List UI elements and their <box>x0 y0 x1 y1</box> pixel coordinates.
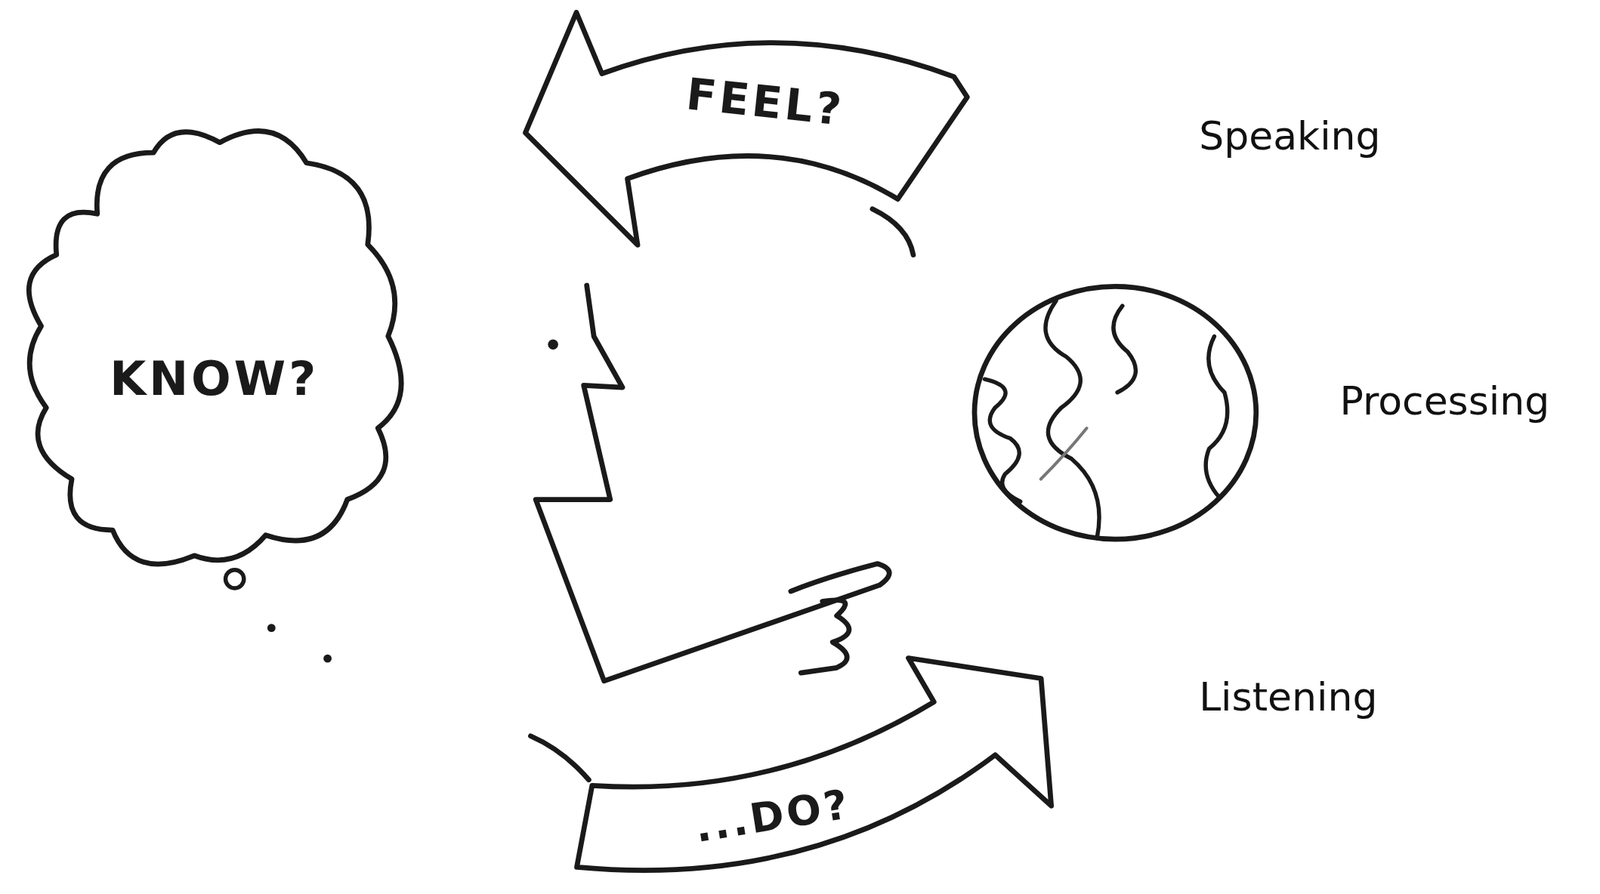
globe-wave <box>1205 336 1228 498</box>
thought-bubble <box>225 570 245 589</box>
arrow-stroke <box>530 736 589 781</box>
do-arrow-outline <box>525 648 1062 894</box>
thought-cloud: KNOW? <box>10 120 421 594</box>
stage-label: Speaking <box>1198 116 1381 156</box>
globe-wave <box>1040 428 1088 480</box>
thought-cloud-shape <box>28 131 402 566</box>
feel-arrow-shape <box>525 12 968 245</box>
eye <box>547 339 559 351</box>
arrow-stroke <box>872 209 914 256</box>
mouth-squiggle <box>800 600 850 674</box>
feel-arrow: FEEL? <box>518 5 975 261</box>
feel-arrow-outline <box>518 5 975 261</box>
face-profile <box>535 285 890 682</box>
sketch-text: KNOW? <box>109 355 319 403</box>
globe-wave <box>984 379 1020 502</box>
stage-label: Processing <box>1340 381 1551 421</box>
do-arrow-shape <box>576 657 1051 871</box>
do-arrow: ...DO? <box>525 648 1062 894</box>
thought-dot <box>323 654 332 664</box>
globe-wave <box>1045 300 1100 539</box>
globe <box>974 286 1257 540</box>
thought-dot <box>267 623 276 633</box>
stage-label: Listening <box>1198 677 1378 717</box>
globe-wave <box>1113 305 1137 393</box>
